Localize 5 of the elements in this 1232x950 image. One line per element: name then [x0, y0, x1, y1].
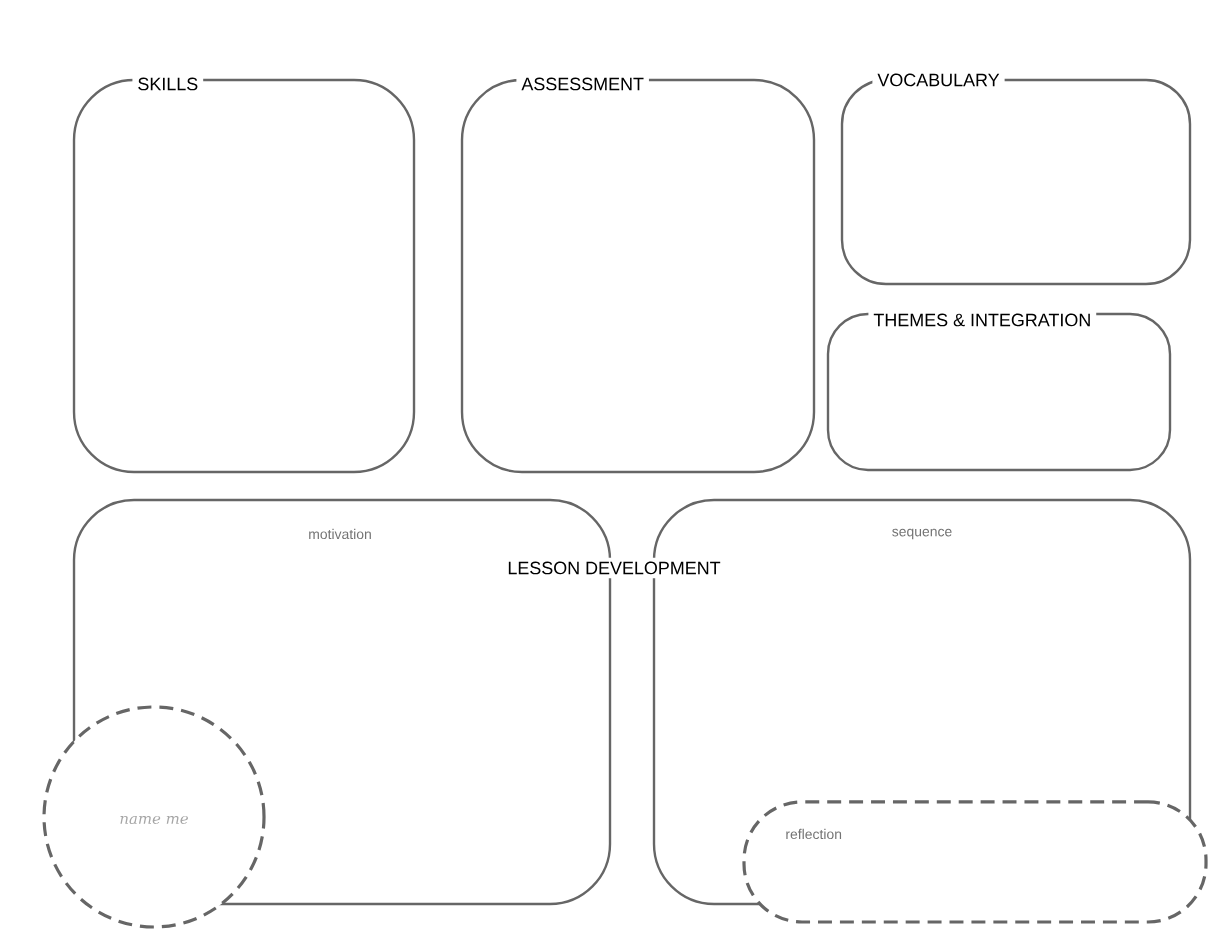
rounded-box: VOCABULARY — [840, 68, 1192, 286]
rounded-box: ASSESSMENT — [460, 72, 816, 474]
rounded-box: THEMES & INTEGRATION — [826, 308, 1172, 472]
rounded-box: SKILLS — [72, 72, 416, 474]
section-heading: LESSON DEVELOPMENT — [503, 557, 725, 579]
